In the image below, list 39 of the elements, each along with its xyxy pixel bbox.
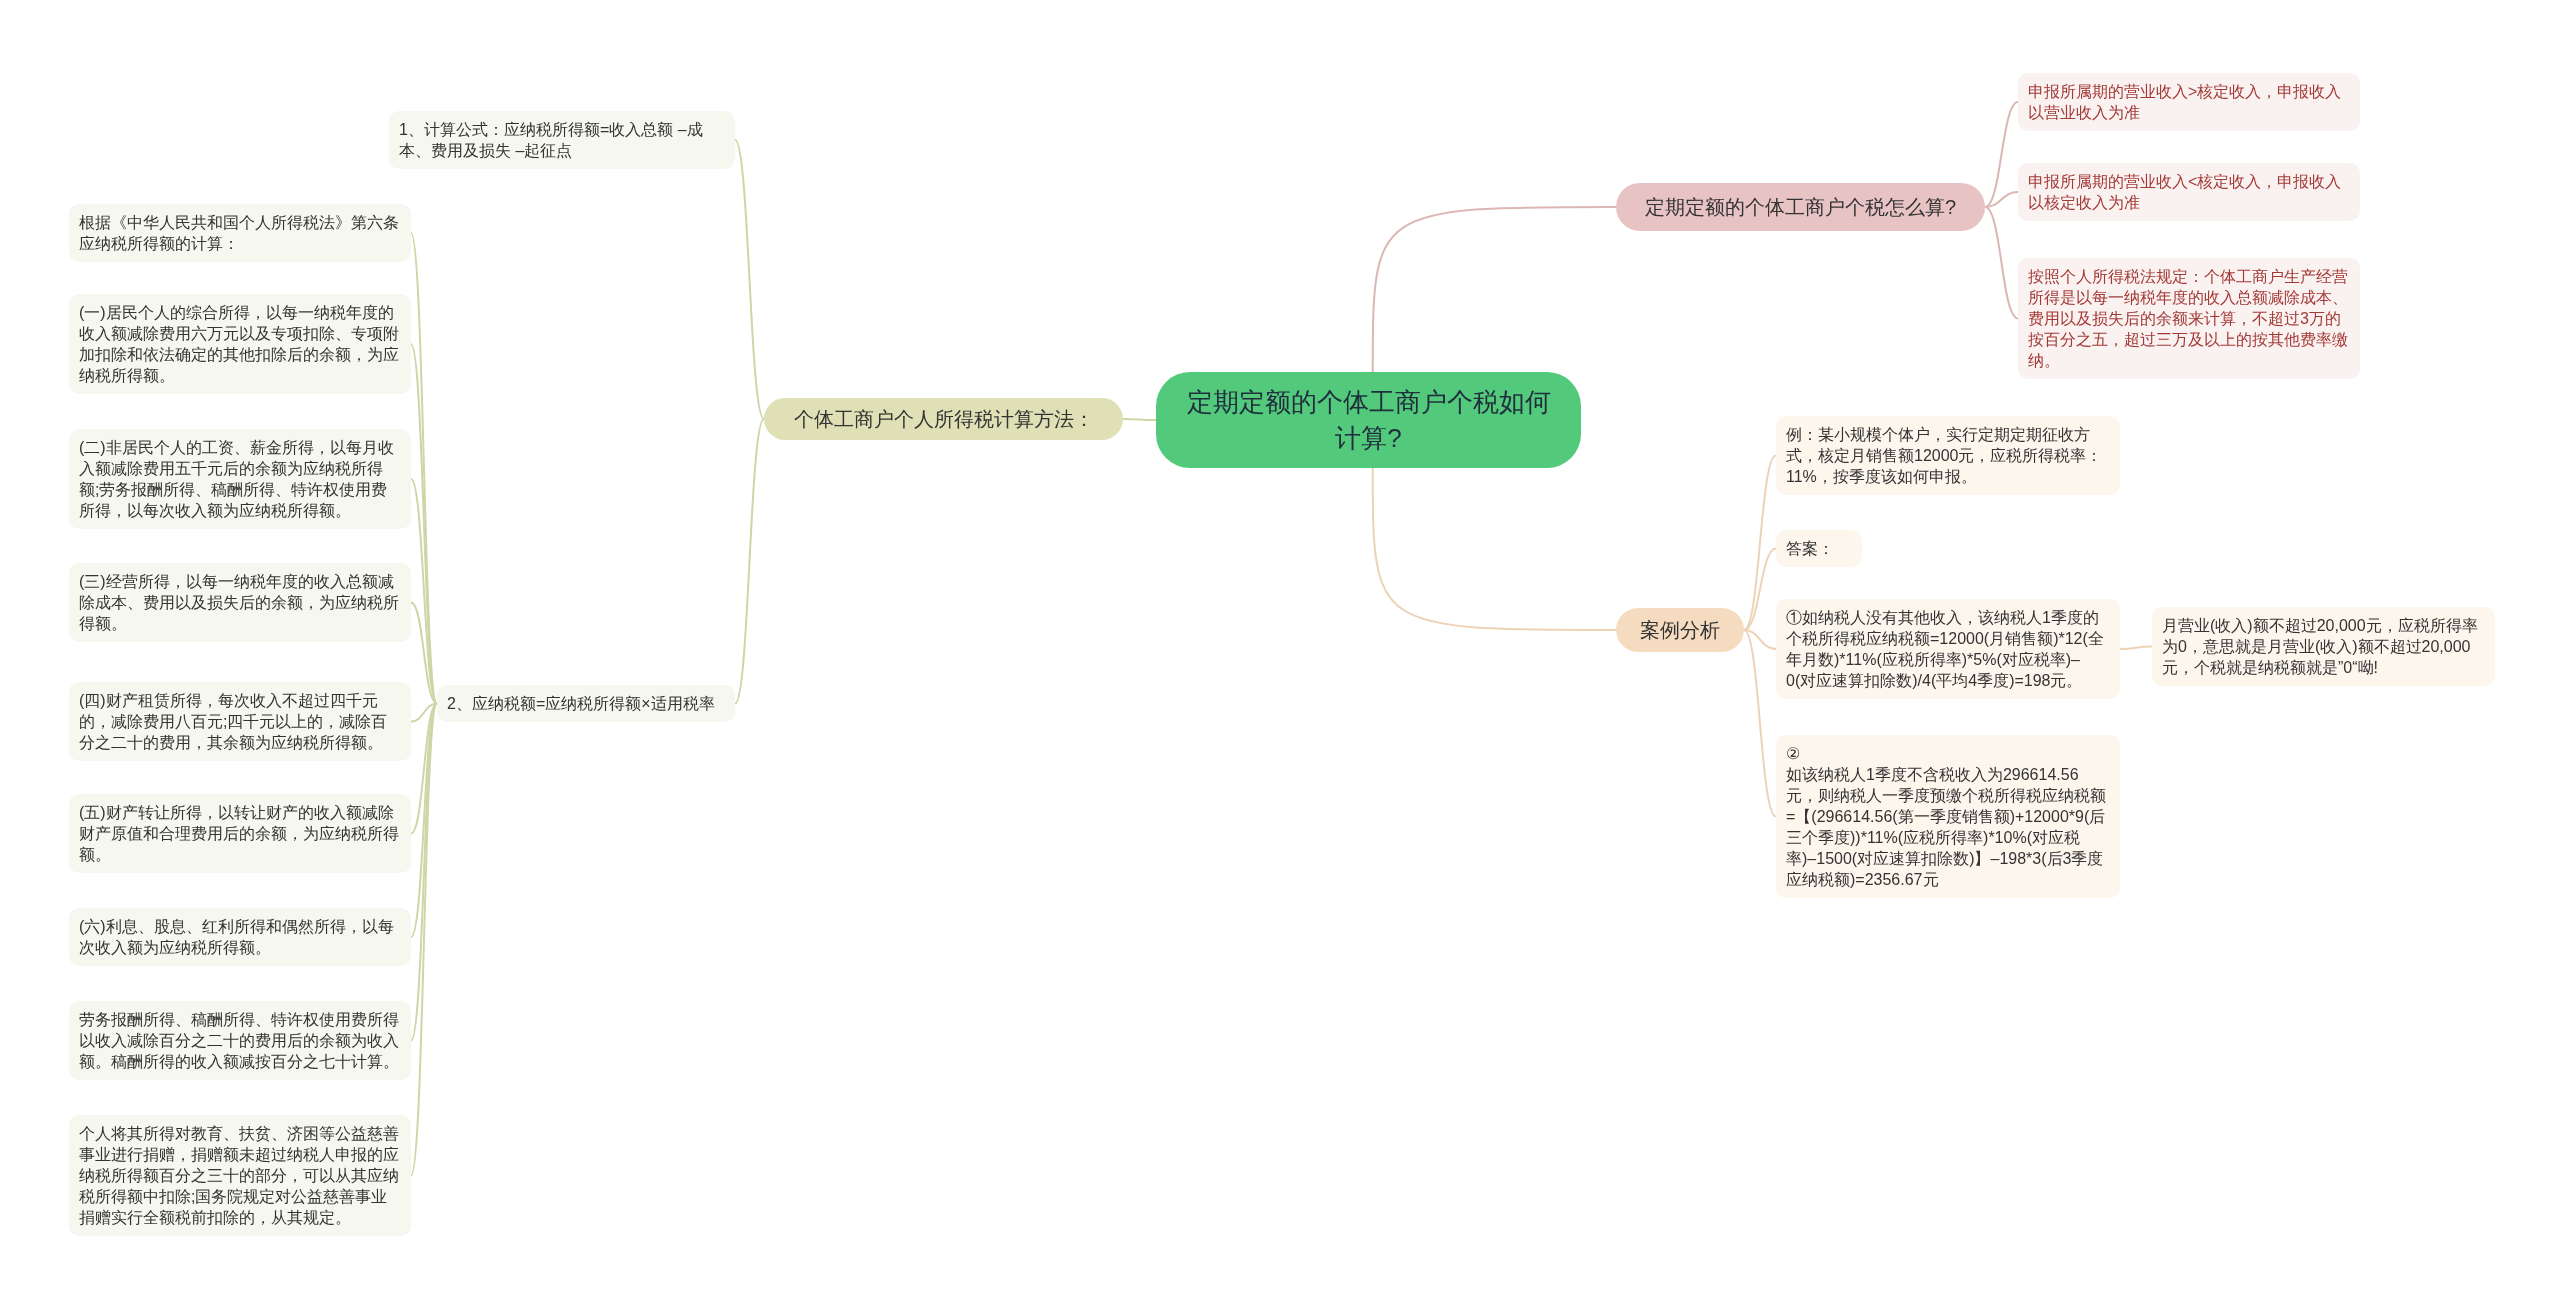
connector-line <box>1371 467 1617 631</box>
subtopic-box: 根据《中华人民共和国个人所得税法》第六条应纳税所得额的计算： <box>69 204 411 262</box>
subtopic-box: (二)非居民个人的工资、薪金所得，以每月收入额减除费用五千元后的余额为应纳税所得额;劳务报酬所得、稿酬所得、特许权使用费所得，以每次收入额为应纳税所得额。 <box>69 429 411 529</box>
connector-line <box>410 702 438 835</box>
subtopic-box: 例：某小规模个体户，实行定期定期征收方式，核定月销售额12000元，应税所得税率：11%，按季度该如何申报。 <box>1776 416 2120 495</box>
connector-line <box>1371 206 1617 373</box>
subtopic-box: 2、应纳税额=应纳税所得额×适用税率 <box>437 685 735 722</box>
subtopic-box: 劳务报酬所得、稿酬所得、特许权使用费所得以收入减除百分之二十的费用后的余额为收入额。稿酬所得的收入额减按百分之七十计算。 <box>69 1001 411 1080</box>
connector-line <box>1122 418 1157 421</box>
subtopic-box: 1、计算公式：应纳税所得额=收入总额 –成本、费用及损失 –起征点 <box>389 111 735 169</box>
subtopic-box: 个人将其所得对教育、扶贫、济困等公益慈善事业进行捐赠，捐赠额未超过纳税人申报的应纳税所得额百分之三十的部分，可以从其应纳税所得额中扣除;国务院规定对公益慈善事业捐赠实行全额税前扣除的，从其规定。 <box>69 1115 411 1236</box>
connector-line <box>1743 454 1777 631</box>
subtopic-box: (五)财产转让所得，以转让财产的收入额减除财产原值和合理费用后的余额，为应纳税所得额。 <box>69 794 411 873</box>
connector-line <box>2119 645 2153 650</box>
subtopic-box: (一)居民个人的综合所得，以每一纳税年度的收入额减除费用六万元以及专项扣除、专项附加扣除和依法确定的其他扣除后的余额，为应纳税所得额。 <box>69 294 411 394</box>
connector-line <box>1984 101 2019 208</box>
connector-line <box>1743 547 1777 631</box>
subtopic-box: (四)财产租赁所得，每次收入不超过四千元的，减除费用八百元;四千元以上的，减除百分之二十的费用，其余额为应纳税所得额。 <box>69 682 411 761</box>
branch-topic: 定期定额的个体工商户个税怎么算? <box>1616 183 1985 231</box>
subtopic-box: 申报所属期的营业收入<核定收入，申报收入以核定收入为准 <box>2018 163 2360 221</box>
subtopic-box: ①如纳税人没有其他收入，该纳税人1季度的个税所得税应纳税额=12000(月销售额)*12(全年月数)*11%(应税所得率)*5%(对应税率)–0(对应速算扣除数)/4(平均4季度)=198元。 <box>1776 599 2120 699</box>
connector-line <box>1984 206 2019 320</box>
central-topic: 定期定额的个体工商户个税如何计算? <box>1156 372 1581 468</box>
subtopic-box: 申报所属期的营业收入>核定收入，申报收入以营业收入为准 <box>2018 73 2360 131</box>
connector-line <box>410 601 438 705</box>
connector-line <box>1743 629 1777 650</box>
subtopic-box: 按照个人所得税法规定：个体工商户生产经营所得是以每一纳税年度的收入总额减除成本、费用以及损失后的余额来计算，不超过3万的按百分之五，超过三万及以上的按其他费率缴纳。 <box>2018 258 2360 379</box>
subtopic-box: (六)利息、股息、红利所得和偶然所得，以每次收入额为应纳税所得额。 <box>69 908 411 966</box>
subtopic-box: 月营业(收入)额不超过20,000元，应税所得率为0，意思就是月营业(收入)额不超过20,000元，个税就是纳税额就是”0“呦! <box>2152 607 2495 686</box>
connector-line <box>734 418 765 705</box>
subtopic-box: (三)经营所得，以每一纳税年度的收入总额减除成本、费用以及损失后的余额，为应纳税所得额。 <box>69 563 411 642</box>
connector-line <box>1743 629 1777 818</box>
connector-line <box>734 139 765 420</box>
branch-topic: 案例分析 <box>1616 608 1744 652</box>
connector-line <box>1984 191 2019 208</box>
subtopic-box: ② 如该纳税人1季度不含税收入为296614.56元，则纳税人一季度预缴个税所得税应纳税额=【(296614.56(第一季度销售额)+12000*9(后三个季度))*11%(应税所得率)*10%(对应税率)–1500(对应速算扣除数)】–198*3(后3季度应纳税额)=2356.67元 <box>1776 735 2120 898</box>
connector-line <box>410 702 438 723</box>
branch-topic: 个体工商户个人所得税计算方法： <box>764 398 1123 440</box>
subtopic-box: 答案： <box>1776 530 1862 567</box>
